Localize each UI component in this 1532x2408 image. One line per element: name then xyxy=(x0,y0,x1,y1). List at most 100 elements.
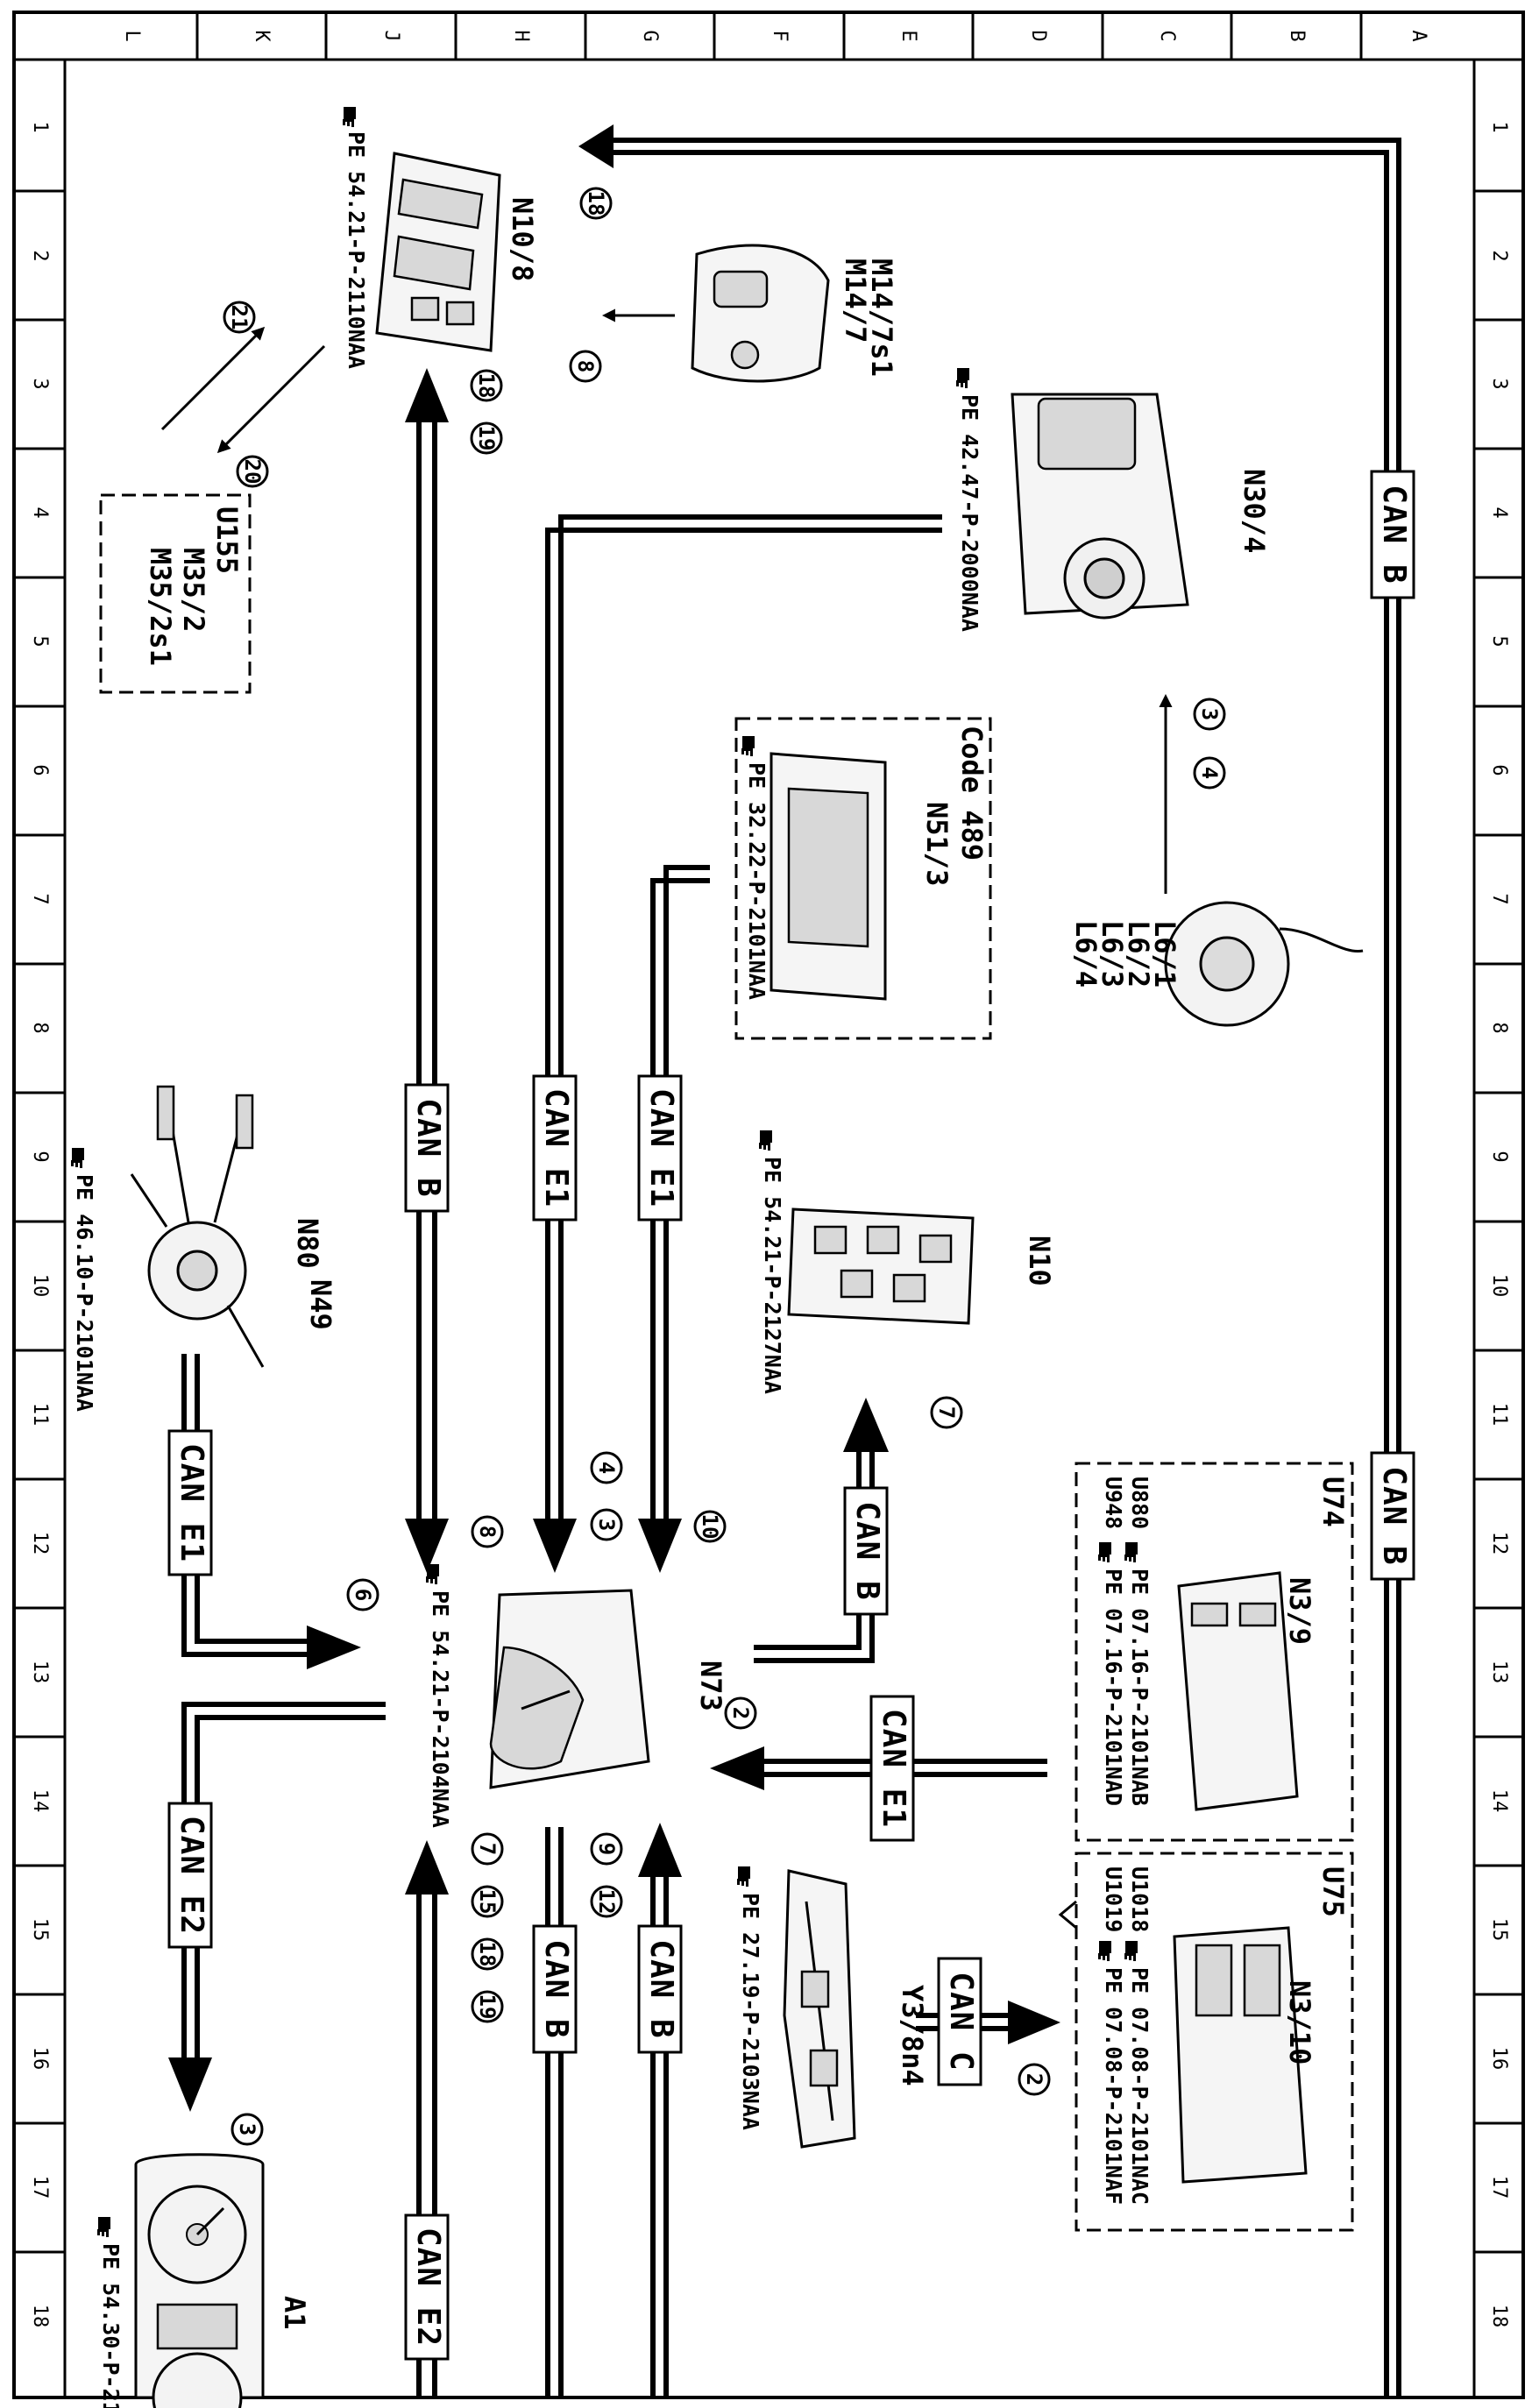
grid-col-A: A xyxy=(1408,30,1429,41)
m14-7s1-tag: M14/7s1 xyxy=(865,259,898,377)
bus-label-can-e1-b: CAN E1 xyxy=(637,1074,683,1222)
n10-8-reference: PE 54.21-P-2110NAA xyxy=(344,131,369,369)
grid-row-13: 13 xyxy=(29,1661,51,1684)
grid-row-16: 16 xyxy=(29,2047,51,2071)
svg-text:CAN B: CAN B xyxy=(538,1939,574,2038)
bus-label-can-e2-b: CAN E2 xyxy=(404,2213,450,2361)
m35-2-tag: M35/2 xyxy=(177,548,210,632)
hand-pointer-icon xyxy=(1124,1542,1138,1562)
signal-10: 10 xyxy=(693,1510,727,1543)
a1-tag: A1 xyxy=(278,2296,311,2330)
grid-row-15: 15 xyxy=(1488,1918,1510,1942)
y3-8n4-reference: PE 27.19-P-2103NAA xyxy=(738,1893,763,2130)
signal-21: 21 xyxy=(223,301,256,334)
svg-text:21: 21 xyxy=(227,305,252,330)
svg-text:CAN E1: CAN E1 xyxy=(538,1088,574,1208)
signal-9: 9 xyxy=(590,1832,623,1866)
component-n10: PE 54.21-P-2127NAA N10 xyxy=(759,1130,1056,1394)
signal-6: 6 xyxy=(346,1578,379,1611)
l6-4-tag: L6/4 xyxy=(1069,920,1103,988)
bus-label-can-b-1: CAN B xyxy=(1370,470,1415,599)
hand-pointer-icon xyxy=(343,107,356,127)
grid-col-B: B xyxy=(1286,30,1308,41)
u155-tag: U155 xyxy=(210,506,244,574)
n10-tag: N10 xyxy=(1023,1236,1056,1286)
bus-label-can-e1-a: CAN E1 xyxy=(532,1074,578,1222)
n30-4-reference: PE 42.47-P-2000NAA xyxy=(957,394,982,632)
grid-row-10: 10 xyxy=(1488,1274,1510,1298)
hand-pointer-icon xyxy=(956,368,969,388)
grid-row-6: 6 xyxy=(1488,764,1510,776)
svg-text:18: 18 xyxy=(474,373,499,399)
component-n73: PE 54.21-P-2104NAA N73 xyxy=(426,1564,727,1828)
signal-arrows xyxy=(160,308,1173,894)
grid-row-17: 17 xyxy=(1488,2176,1510,2199)
svg-text:7: 7 xyxy=(934,1406,959,1419)
n51-3-reference: PE 32.22-P-2101NAA xyxy=(744,762,770,1000)
u75-tag: U75 xyxy=(1316,1866,1350,1917)
grid-column-labels: L K J H G F E D C B A xyxy=(121,30,1429,42)
n30-4-tag: N30/4 xyxy=(1238,469,1271,553)
component-u75: U75 N3/10 U1018 PE 07.08-P-2101NAC U1019… xyxy=(1058,1852,1354,2232)
grid-row-14: 14 xyxy=(1488,1789,1510,1813)
hand-pointer-icon xyxy=(759,1130,772,1151)
svg-text:3: 3 xyxy=(1197,708,1222,720)
svg-text:CAN E1: CAN E1 xyxy=(643,1088,679,1208)
u75-line1-code: U1018 xyxy=(1127,1866,1153,1932)
grid-row-8: 8 xyxy=(29,1022,51,1033)
grid-col-G: G xyxy=(639,30,661,41)
hand-pointer-icon xyxy=(71,1148,84,1168)
hand-pointer-icon xyxy=(426,1564,439,1584)
signal-19: 19 xyxy=(471,1990,504,2023)
svg-text:20: 20 xyxy=(240,459,265,485)
svg-text:8: 8 xyxy=(475,1526,500,1538)
grid-row-7: 7 xyxy=(29,893,51,904)
n80-tag: N80 xyxy=(291,1218,324,1269)
hand-pointer-icon xyxy=(97,2217,110,2237)
bus-label-can-e1-c: CAN E1 xyxy=(869,1695,915,1842)
svg-text:4: 4 xyxy=(594,1462,619,1474)
a1-reference: PE 54.30-P-210 xyxy=(98,2243,124,2408)
grid-row-6: 6 xyxy=(29,764,51,776)
grid-row-16: 16 xyxy=(1488,2047,1510,2071)
grid-row-18: 18 xyxy=(29,2305,51,2328)
svg-text:15: 15 xyxy=(475,1889,500,1915)
grid-col-E: E xyxy=(897,30,919,41)
svg-text:2: 2 xyxy=(728,1707,753,1719)
u75-line2-reference: PE 07.08-P-2101NAF xyxy=(1101,1967,1126,2205)
signal-4: 4 xyxy=(1193,756,1226,790)
grid-row-15: 15 xyxy=(29,1918,51,1942)
svg-text:9: 9 xyxy=(594,1843,619,1855)
grid-row-4: 4 xyxy=(29,506,51,518)
svg-text:CAN B: CAN B xyxy=(849,1501,885,1600)
n80-reference: PE 46.10-P-2101NAA xyxy=(72,1174,97,1412)
u75-line1-reference: PE 07.08-P-2101NAC xyxy=(1127,1967,1153,2205)
bus-label-can-b-2: CAN B xyxy=(1370,1451,1415,1581)
u74-line2-reference: PE 07.16-P-2101NAD xyxy=(1101,1569,1126,1806)
component-n10-8: PE 54.21-P-2110NAA N10/8 xyxy=(343,107,539,369)
grid-row-17: 17 xyxy=(29,2176,51,2199)
hand-pointer-icon xyxy=(1098,1941,1111,1961)
grid-row-9: 9 xyxy=(29,1151,51,1162)
l6-3-tag: L6/3 xyxy=(1096,920,1129,988)
u74-line2-code: U948 xyxy=(1101,1477,1126,1529)
grid-col-J: J xyxy=(380,30,402,41)
signal-3: 3 xyxy=(1193,698,1226,731)
signal-7: 7 xyxy=(471,1832,504,1866)
hand-pointer-icon xyxy=(1124,1941,1138,1961)
n51-3-code: Code 489 xyxy=(955,726,989,861)
grid-row-10: 10 xyxy=(29,1274,51,1298)
signal-2: 2 xyxy=(724,1696,757,1730)
svg-text:7: 7 xyxy=(475,1843,500,1855)
l6-1-tag: L6/1 xyxy=(1148,920,1181,988)
component-n30-4: PE 42.47-P-2000NAA N30/4 xyxy=(956,368,1271,632)
grid-row-labels-left: 1 2 3 4 5 6 7 8 9 10 11 12 13 14 15 16 1… xyxy=(29,121,51,2327)
svg-text:12: 12 xyxy=(594,1889,619,1915)
grid-row-3: 3 xyxy=(1488,378,1510,389)
grid-col-H: H xyxy=(510,30,532,41)
component-n51-3: PE 32.22-P-2101NAA Code 489 N51/3 xyxy=(734,717,992,1040)
n51-3-tag: N51/3 xyxy=(920,802,954,886)
n10-reference: PE 54.21-P-2127NAA xyxy=(760,1157,785,1394)
grid-col-L: L xyxy=(121,30,143,41)
bus-labels: CAN B CAN B CAN B CAN E1 CAN E1 CAN B CA… xyxy=(167,470,1415,2361)
